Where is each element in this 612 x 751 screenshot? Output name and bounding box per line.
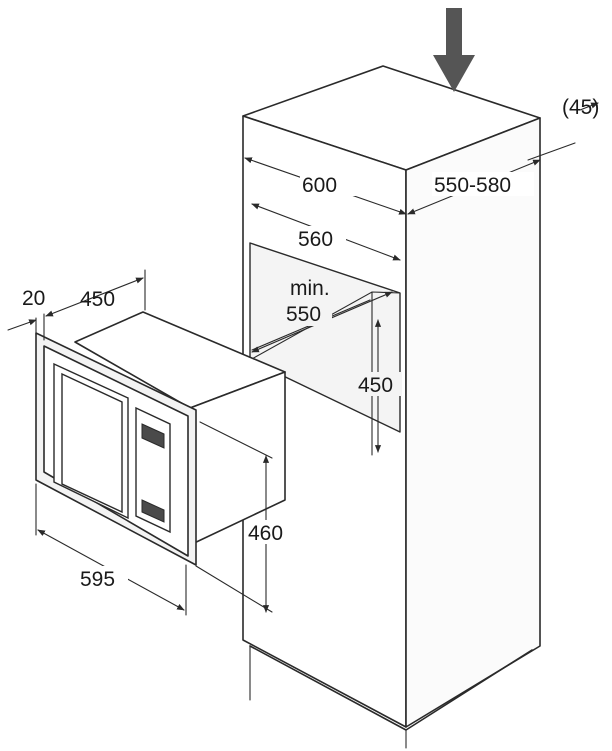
microwave-buttons bbox=[141, 499, 165, 523]
dimension-labels: 600 550-580 (45) 560 min. 550 450 20 450… bbox=[22, 96, 599, 591]
label-mw-frame-depth: 20 bbox=[22, 287, 45, 310]
dim-arrow-45 bbox=[579, 102, 599, 111]
label-rear-clearance: (45) bbox=[562, 96, 599, 119]
label-mw-height: 460 bbox=[248, 522, 283, 545]
label-cabinet-depth: 550-580 bbox=[434, 174, 511, 197]
tall-cabinet bbox=[242, 65, 541, 749]
microwave-door-inner bbox=[61, 372, 123, 514]
down-arrow-icon bbox=[433, 8, 475, 92]
dim-line-450-mw bbox=[45, 277, 144, 317]
label-bg-595 bbox=[78, 566, 128, 590]
label-bg-600 bbox=[300, 172, 356, 196]
label-niche-depth-value: 550 bbox=[286, 303, 321, 326]
microwave-dimensions bbox=[7, 269, 273, 616]
label-mw-width: 595 bbox=[80, 568, 115, 591]
cabinet-side bbox=[405, 117, 541, 728]
label-bg-450-niche bbox=[360, 372, 402, 396]
label-mw-depth: 450 bbox=[80, 288, 115, 311]
label-niche-depth-min: min. bbox=[290, 277, 330, 300]
label-bg-550 bbox=[282, 302, 332, 326]
label-bg-550-580 bbox=[432, 172, 534, 196]
label-niche-width: 560 bbox=[298, 228, 333, 251]
label-bg-460 bbox=[246, 520, 296, 544]
dim-line-20 bbox=[7, 319, 37, 331]
ext-460-b bbox=[195, 565, 273, 613]
dim-line-45 bbox=[527, 142, 576, 161]
ext-460-a bbox=[199, 421, 273, 459]
label-cabinet-width: 600 bbox=[302, 174, 337, 197]
microwave bbox=[35, 311, 286, 566]
label-niche-height: 450 bbox=[358, 374, 393, 397]
microwave-display bbox=[141, 423, 165, 449]
label-bg-560 bbox=[298, 226, 346, 250]
